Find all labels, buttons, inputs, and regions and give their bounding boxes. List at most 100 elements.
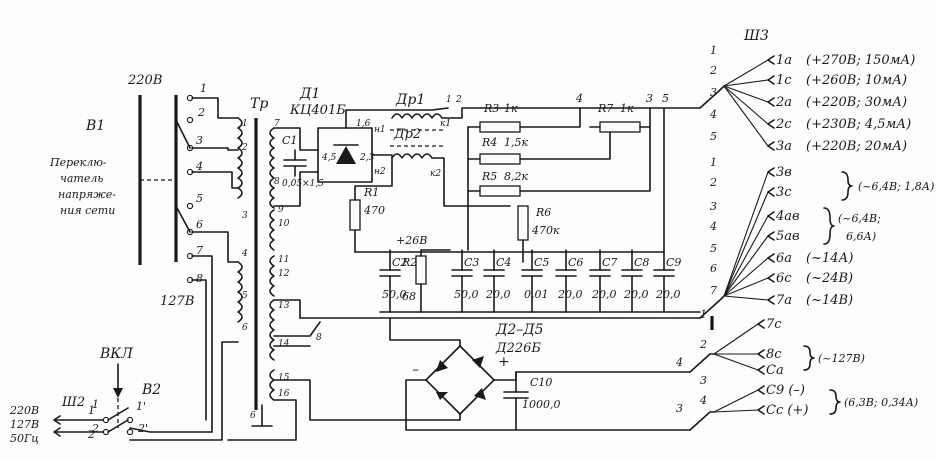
sh3-pin-number: 7 [710,284,717,297]
switch-on-label: ВКЛ [99,346,133,362]
plug-freq: 50Гц [10,432,39,445]
tap-8-wire [273,321,321,337]
r6-value: 470к [531,224,560,237]
group2-brace [823,207,835,245]
low-bridge-ac-1 [389,317,461,347]
low-bridge-minus: – [412,362,419,378]
capacitor-name: С7 [602,256,617,269]
tr-terminal-4: 4 [241,249,248,259]
sh3-rating-label: (+220В; 30мА) [806,95,907,110]
b1-return-wire [129,427,213,433]
d1-pin-23: 2,3 [359,153,375,163]
capacitor-c1: С1 0,05×1,5 [282,134,324,189]
plus-26v-label: +26В [396,234,427,247]
resistor-r2: R2 68 [401,249,451,313]
switch-b2-name: В2 [141,382,161,398]
capacitor-value: 20,0 [485,288,511,301]
tr-terminal-1: 1 [242,119,248,129]
r2-value: 68 [402,290,416,303]
sh3-contact-label: 3в [776,165,792,180]
transformer: Тр 1 2 3 4 5 6 7 8 9 10 11 12 13 14 15 1… [237,96,290,427]
b1-desc-line-4: ния сети [60,204,115,217]
switch-on-arrowhead-icon [113,388,123,398]
b1-pin-8: 8 [196,272,203,285]
sh3-pin-number: 6 [710,262,717,275]
sh3-pin-number: 5 [710,242,717,255]
tr-terminal-9: 9 [278,205,284,215]
node-5: 5 [662,92,669,105]
resistor-r6: R6 470к [517,205,560,263]
b1-pin-3: 3 [196,134,203,147]
r4-value: 1,5к [504,136,528,149]
r1-value: 470 [363,204,385,217]
sh3-pin-1: 11а(+270В; 150мА) [710,44,915,87]
capacitor-name: С2 [392,256,407,269]
sh3-pin-6: 13в [710,156,792,297]
sh3-pin-11: 66с(~24В) [710,262,853,297]
group1-brace [841,171,853,201]
sh3-pin-number: 2 [709,176,717,189]
r2-name: R2 [401,256,417,269]
c10-value: 1000,0 [522,398,561,411]
tr-terminal-12: 12 [278,269,290,279]
capacitor-2: С2 50,0 [379,249,407,313]
dr2-winding [391,153,433,159]
low-bridge-plus: + [498,354,510,370]
tr-terminal-10: 10 [278,219,290,229]
sh3-contact-label: 4ав [775,209,800,224]
tr-terminal-3: 3 [242,211,248,221]
r7-value: 1к [620,102,634,115]
choke-pin-n2: н2 [374,167,386,177]
b1-pin-2: 2 [197,106,205,119]
r5-name: R5 [481,170,497,183]
primary-lead-wire [129,341,239,441]
plug-sh2-name: Ш2 [61,395,85,410]
b1-wire-6 [191,231,239,263]
r4-name: R4 [481,136,497,149]
tr-terminal-6: 6 [242,323,248,333]
sh3-pin-5: 53а(+220В; 20мА) [710,85,907,154]
capacitor-name: С4 [496,256,511,269]
sh3-rating-label: (~14А) [806,251,853,266]
dr2-out-wire [431,157,511,207]
b1-wire-3 [191,147,239,151]
c1-name: С1 [282,134,297,147]
secondary-winding-1 [269,209,275,251]
secondary-winding-3 [269,299,275,361]
capacitor-row: С250,0С350,0С420,0С50,01С620,0С720,0С820… [354,249,681,313]
diode-d4-icon [436,392,448,400]
sh3-pin-3: 32а(+220В; 30мА) [710,85,907,110]
low-bus-4-to-sh3 [689,353,715,373]
secondary-winding-hv [269,127,275,209]
sh3-contact-label: 8с [766,347,782,362]
resistor-r4: R4 1,5к [467,127,611,165]
r6-name: R6 [535,206,551,219]
sh3-pin-2: 21с(+260В; 10мА) [709,64,907,88]
r1-name: R1 [363,186,379,199]
b2-contact-1: 1 [92,398,99,411]
sh3-pin-12: 77а(~14В) [710,284,853,308]
b2-contact-2: 2 [91,422,99,435]
sh3-rating-label: (~24В) [806,271,853,286]
capacitor-value: 20,0 [655,288,681,301]
resistor-r5: R5 8,2к [467,107,651,197]
sh3-contact-label: 2а [775,95,792,110]
sh3-contact-label: 6а [776,251,792,266]
choke-pin-k2: к2 [430,169,441,179]
tr-terminal-7: 7 [274,119,280,129]
capacitor-value: 50,0 [382,288,407,301]
sh3-pin-16: 3С9 (–) [700,374,805,413]
b1-voltage-220: 220В [127,73,162,88]
b1-wire-1 [191,97,239,119]
b1-desc-line-3: напряже- [58,188,116,201]
d1-diode-icon [336,146,356,164]
low-bus-3-to-sh3 [689,411,715,431]
resistor-r3: R3 1к [467,102,581,133]
low-bridge-ac-2 [273,379,461,421]
diode-d2-icon [436,360,448,372]
hv-bus [441,107,701,119]
